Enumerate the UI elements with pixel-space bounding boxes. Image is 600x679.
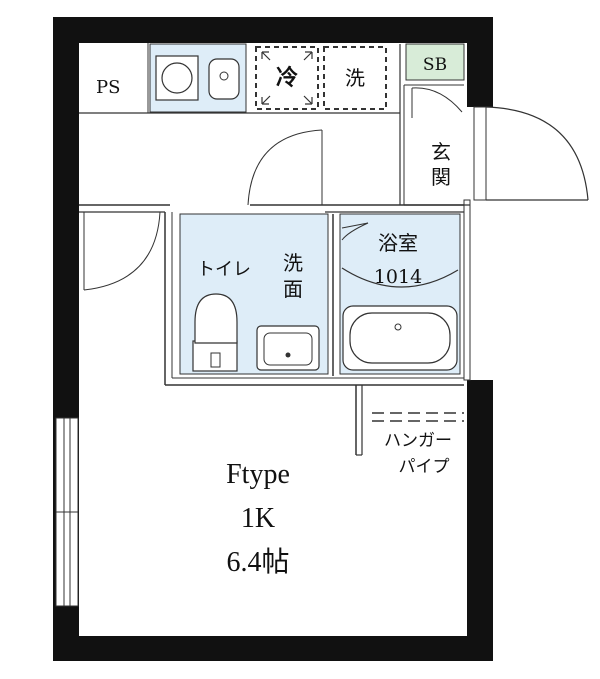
room-size: 6.4帖 <box>226 546 289 578</box>
bath-size-label: 1014 <box>374 266 422 288</box>
wall-right-mid <box>463 199 471 381</box>
stove-burner <box>161 62 193 94</box>
toilet-washroom <box>179 213 329 375</box>
partitions <box>79 129 464 456</box>
entrance-door-swing <box>485 106 589 201</box>
outer-walls <box>53 17 493 661</box>
room-type: Ftype <box>226 459 290 490</box>
entrance-label-1: 玄 <box>431 140 451 164</box>
entrance-door-frame <box>473 106 487 201</box>
wall-top <box>53 17 493 43</box>
sb-box <box>405 43 465 81</box>
ps-label: PS <box>96 77 120 98</box>
wall-right-lower <box>467 380 493 661</box>
hanger-pipe <box>372 412 464 422</box>
wall-bottom <box>53 636 493 661</box>
bath-label: 浴室 <box>378 231 418 255</box>
toilet-label: トイレ <box>197 259 251 280</box>
window-left <box>55 417 79 607</box>
entrance-label-2: 関 <box>431 165 451 189</box>
hanger-label-2: パイプ <box>399 457 450 477</box>
fridge-space <box>255 46 319 110</box>
hanger-label-1: ハンガー <box>384 431 452 451</box>
washroom-door-swing <box>247 129 323 206</box>
bathroom <box>332 213 461 376</box>
washroom-label-1: 洗 <box>283 251 303 275</box>
wall-right-upper <box>467 17 493 107</box>
washer-space <box>323 46 387 110</box>
room-layout: 1K <box>241 503 275 534</box>
fridge-label: 冷 <box>276 65 298 91</box>
entrance-area <box>399 43 589 206</box>
toilet-bowl <box>194 293 238 344</box>
bath-door <box>341 222 369 241</box>
sb-label: SB <box>423 55 447 75</box>
washer-label: 洗 <box>345 66 365 90</box>
kitchen-counter <box>79 43 400 114</box>
room-door-swing <box>83 211 161 291</box>
bathtub-inner <box>349 312 451 364</box>
bath-curve <box>341 267 459 288</box>
washroom-label-2: 面 <box>283 277 303 301</box>
